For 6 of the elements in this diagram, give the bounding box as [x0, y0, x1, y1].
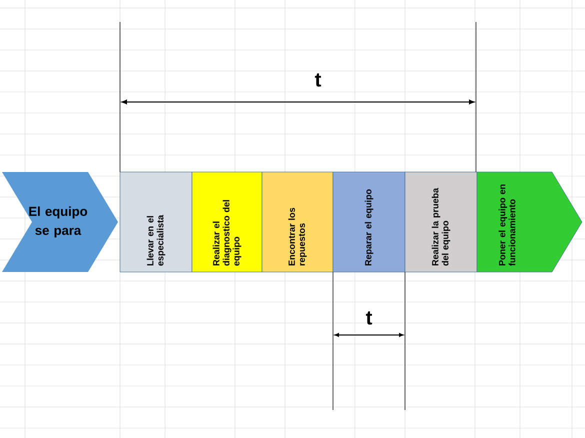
dimension-label: t	[366, 311, 372, 325]
step-box: Realizar el diagnostico del equipo	[192, 172, 262, 272]
step-box: Realizar la prueba del equipo	[404, 172, 478, 272]
step-box: Reparar el equipo	[332, 172, 406, 272]
dimension-label: t	[314, 73, 322, 87]
step-box: Llevar en el especialista	[120, 172, 192, 272]
